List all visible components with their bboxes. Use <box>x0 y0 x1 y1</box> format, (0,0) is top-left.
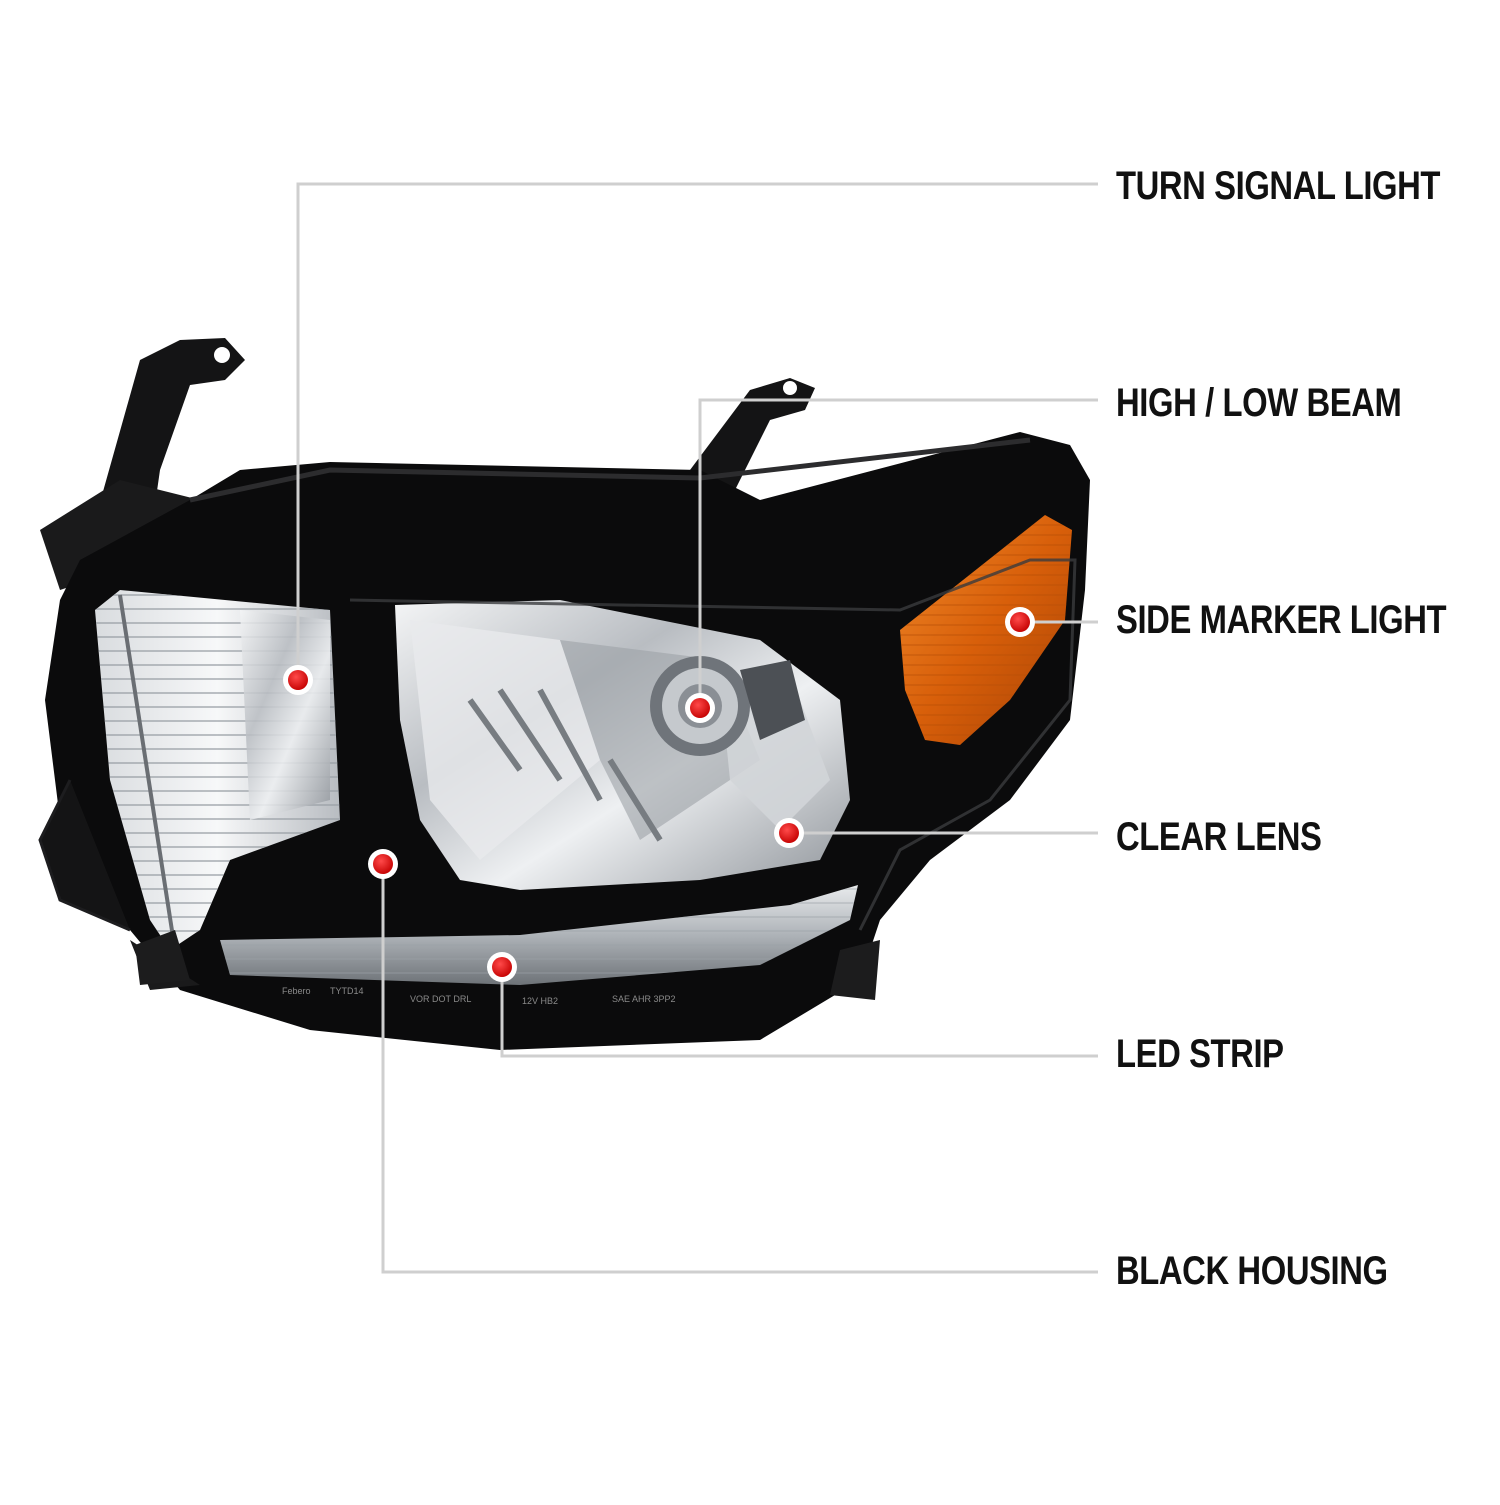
leader-line-black-housing <box>381 864 1098 1274</box>
callout-markers <box>283 607 1035 982</box>
lens-marking: Febero <box>282 986 311 996</box>
leader-line-led-strip <box>500 967 1098 1058</box>
marker-dot-side-marker-light <box>1010 612 1030 632</box>
clear-outer-lens <box>349 558 1077 931</box>
marker-dot-turn-signal-light <box>288 670 308 690</box>
marker-dot-high-low-beam <box>690 698 710 718</box>
lower-mount-tab <box>830 940 880 1000</box>
callout-label-led-strip: LED STRIP <box>1116 1032 1284 1076</box>
mounting-bracket-right <box>690 378 815 500</box>
lens-marking: SAE AHR 3PP2 <box>612 994 676 1004</box>
lens-marking: VOR DOT DRL <box>410 994 471 1004</box>
marker-dot-led-strip <box>492 957 512 977</box>
lens-marking: TYTD14 <box>330 986 364 996</box>
callout-label-black-housing: BLACK HOUSING <box>1116 1249 1388 1293</box>
callout-label-turn-signal-light: TURN SIGNAL LIGHT <box>1116 164 1441 208</box>
callout-label-high-low-beam: HIGH / LOW BEAM <box>1116 381 1402 425</box>
marker-dot-clear-lens <box>779 823 799 843</box>
callout-label-clear-lens: CLEAR LENS <box>1116 815 1322 859</box>
lens-marking: 12V HB2 <box>522 996 558 1006</box>
marker-dot-black-housing <box>373 854 393 874</box>
turn-signal-lens <box>95 590 340 951</box>
lens-markings: Febero TYTD14 VOR DOT DRL 12V HB2 SAE AH… <box>282 986 676 1006</box>
lower-mount-tab <box>135 930 190 985</box>
side-marker-lens <box>900 515 1072 745</box>
led-strip-bar <box>220 885 858 985</box>
callout-label-side-marker-light: SIDE MARKER LIGHT <box>1116 598 1447 642</box>
leader-line-high-low-beam <box>698 398 1098 708</box>
callout-leader-lines <box>296 182 1098 1274</box>
leader-line-turn-signal-light <box>296 182 1098 680</box>
